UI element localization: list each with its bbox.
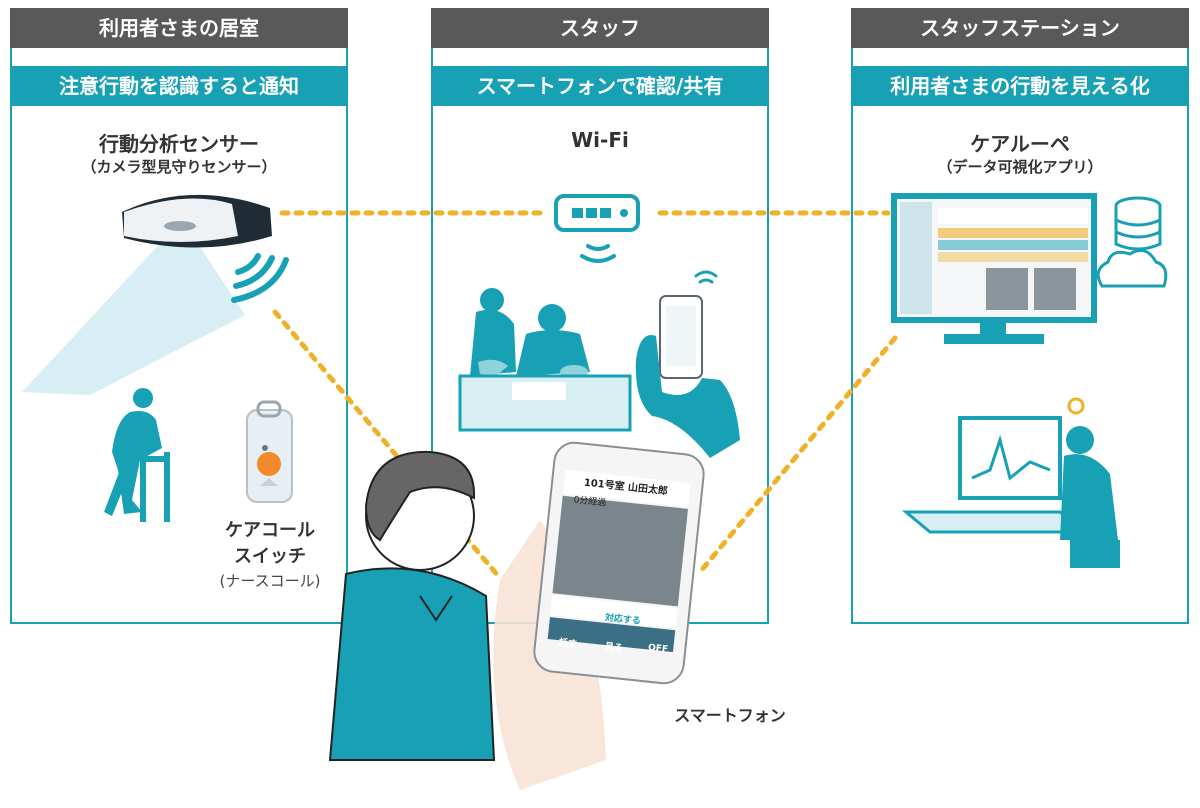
wifi-waves-icon (580, 244, 616, 263)
nurse-icon (328, 450, 496, 761)
station-panel-header: スタッフステーション (851, 8, 1189, 48)
monitor-app-icon (891, 193, 1097, 344)
big-phone-icon (493, 441, 705, 790)
nurse-call-label: (ナースコール) (219, 572, 321, 590)
care-call-label-2: スイッチ (234, 546, 306, 567)
line-station-phone (697, 335, 898, 575)
elderly-walker-icon (104, 388, 170, 522)
database-icon (1114, 196, 1162, 251)
hand-phone-icon (635, 295, 740, 458)
smartphone-label: スマートフォン (674, 706, 786, 725)
sensor-title: 行動分析センサー (99, 132, 259, 156)
room-panel: 利用者さまの居室 注意行動を認識すると通知 (10, 8, 348, 624)
room-panel-header: 利用者さまの居室 (10, 8, 348, 48)
staff-panel-subheader: スマートフォンで確認/共有 (431, 66, 769, 106)
sensor-waves-icon (231, 253, 289, 303)
staff-scene-icon (458, 288, 632, 432)
room-panel-subheader: 注意行動を認識すると通知 (10, 66, 348, 106)
app-subtitle: （データ可視化アプリ） (937, 158, 1103, 176)
sensor-light-cone (22, 238, 245, 395)
wifi-label: Wi-Fi (571, 128, 629, 152)
sensor-icon (122, 194, 272, 248)
station-panel-subheader: 利用者さまの行動を見える化 (851, 66, 1189, 106)
care-call-label-1: ケアコール (225, 520, 315, 541)
phone-signal-icon (694, 270, 718, 284)
desk-worker-icon (901, 397, 1120, 568)
sensor-subtitle: （カメラ型見守りセンサー） (81, 158, 277, 176)
cloud-icon (1096, 248, 1168, 288)
care-call-button-icon (246, 400, 293, 503)
line-sensor-phone (272, 309, 503, 581)
connection-lines (272, 210, 898, 581)
staff-panel-header: スタッフ (431, 8, 769, 48)
wifi-router-icon (554, 194, 640, 232)
app-title: ケアルーペ (970, 132, 1070, 156)
